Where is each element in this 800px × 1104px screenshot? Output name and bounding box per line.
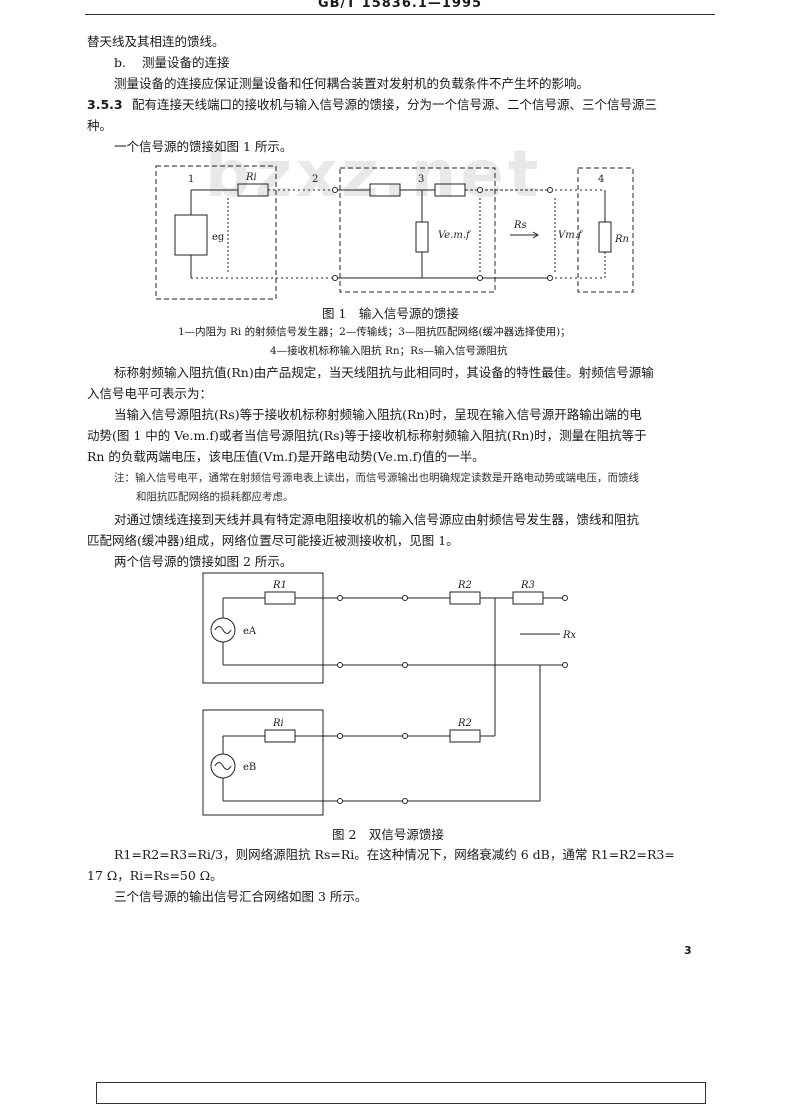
fig2-resistor-ri xyxy=(264,729,296,743)
paragraph-resistor-values-line1: R1=R2=R3=Ri/3，则网络源阻抗 Rs=Ri。在这种情况下，网络衰减约 … xyxy=(114,847,675,862)
fig1-block-matching xyxy=(339,167,496,293)
paragraph-resistor-values-line2: 17 Ω，Ri=Rs=50 Ω。 xyxy=(87,868,223,883)
fig2-label-ri: Ri xyxy=(272,718,284,729)
paragraph-emf-line1: 当输入信号源阻抗(Rs)等于接收机标称射频输入阻抗(Rn)时，呈现在输入信号源开… xyxy=(114,407,642,422)
fig1-label-eg: eg xyxy=(212,232,225,243)
note-line2: 和阻抗匹配网络的损耗都应考虑。 xyxy=(136,491,294,503)
fig2-label-r3: R3 xyxy=(520,580,535,591)
fig2-label-eb: eB xyxy=(243,762,256,773)
clause-number: 3.5.3 xyxy=(87,97,123,112)
figure1-legend-line1: 1—内阻为 Ri 的射频信号发生器；2—传输线；3—阻抗匹配网络(缓冲器选择使用… xyxy=(178,326,571,338)
fig2-label-rx: Rx xyxy=(562,630,577,641)
paragraph-fig2-intro: 两个信号源的馈接如图 2 所示。 xyxy=(114,554,293,569)
fig1-label-vemf: Ve.m.f xyxy=(438,230,472,241)
watermark: bzxz.net xyxy=(205,138,543,212)
fig1-label-2: 2 xyxy=(312,174,318,185)
fig1-label-rn: Rn xyxy=(614,234,629,245)
fig1-resistor-shunt xyxy=(415,221,429,253)
item-b-label: b. xyxy=(114,55,126,70)
paragraph-emf-line2: 动势(图 1 中的 Ve.m.f)或者当信号源阻抗(Rs)等于接收机标称射频输入… xyxy=(87,428,647,443)
footer-frame xyxy=(96,1082,706,1104)
fig2-label-r1: R1 xyxy=(272,580,287,591)
fig1-generator-symbol xyxy=(174,214,208,256)
fig1-block-generator xyxy=(155,165,277,300)
fig1-resistor-rn xyxy=(598,221,612,253)
fig1-label-1: 1 xyxy=(188,174,194,185)
fig2-label-r2: R2 xyxy=(457,580,472,591)
paragraph-feeder-line1: 对通过馈线连接到天线并具有特定源电阻接收机的输入信号源应由射频信号发生器，馈线和… xyxy=(114,512,640,527)
figure1-circuit: 1 2 3 4 Ri eg Ve.m.f Vm.f Rs Rn xyxy=(155,165,634,300)
fig1-label-vmf: Vm.f xyxy=(558,230,584,241)
fig2-resistor-r3 xyxy=(512,591,544,605)
fig1-label-rs: Rs xyxy=(513,220,527,231)
fig2-resistor-r2 xyxy=(449,591,481,605)
paragraph-fig1-intro: 一个信号源的馈接如图 1 所示。 xyxy=(114,139,293,154)
figure2-caption: 图 2 双信号源馈接 xyxy=(332,827,444,842)
fig1-resistor-series-2 xyxy=(434,183,466,197)
fig2-resistor-r1 xyxy=(264,591,296,605)
fig1-label-3: 3 xyxy=(418,174,424,185)
paragraph-continuation: 替天线及其相连的馈线。 xyxy=(87,34,225,49)
fig2-resistor-r2-lower xyxy=(449,729,481,743)
fig1-resistor-ri xyxy=(237,183,269,197)
paragraph-emf-line3: Rn 的负载两端电压，该电压值(Vm.f)是开路电动势(Ve.m.f)值的一半。 xyxy=(87,449,485,464)
paragraph-feeder-line2: 匹配网络(缓冲器)组成，网络位置尽可能接近被测接收机，见图 1。 xyxy=(87,533,459,548)
paragraph-measurement: 测量设备的连接应保证测量设备和任何耦合装置对发射机的负载条件不产生坏的影响。 xyxy=(114,76,590,91)
standard-code: GB/T 15836.1—1995 xyxy=(317,0,483,11)
fig2-label-ea: eA xyxy=(243,626,257,637)
figure2-circuit: R1 R2 R3 Rx Ri R2 eA eB xyxy=(202,572,577,816)
paragraph-nominal-impedance-line1: 标称射频输入阻抗值(Rn)由产品规定，当天线阻抗与此相同时，其设备的特性最佳。射… xyxy=(114,365,654,380)
paragraph-clause-line2: 种。 xyxy=(87,118,113,133)
fig1-resistor-series-1 xyxy=(369,183,401,197)
page-number: 3 xyxy=(684,944,692,957)
item-b-text: 测量设备的连接 xyxy=(142,55,230,70)
header-rule xyxy=(85,14,715,15)
paragraph-nominal-impedance-line2: 入信号电平可表示为： xyxy=(87,386,213,401)
fig2-source-a-box xyxy=(202,572,324,684)
figure1-caption: 图 1 输入信号源的馈接 xyxy=(322,306,459,321)
figure1-legend-line2: 4—接收机标称输入阻抗 Rn；Rs—输入信号源阻抗 xyxy=(270,345,508,357)
fig1-label-4: 4 xyxy=(598,174,604,185)
note-line1: 注：输入信号电平，通常在射频信号源电表上读出，而信号源输出也明确规定读数是开路电… xyxy=(114,472,639,484)
paragraph-fig3-intro: 三个信号源的输出信号汇合网络如图 3 所示。 xyxy=(114,889,368,904)
paragraph-clause-line1: 配有连接天线端口的接收机与输入信号源的馈接，分为一个信号源、二个信号源、三个信号… xyxy=(132,97,658,112)
fig2-source-b-box xyxy=(202,709,324,816)
fig1-label-ri: Ri xyxy=(245,172,257,183)
fig1-block-receiver xyxy=(577,167,634,293)
fig2-label-r2-lower: R2 xyxy=(457,718,472,729)
